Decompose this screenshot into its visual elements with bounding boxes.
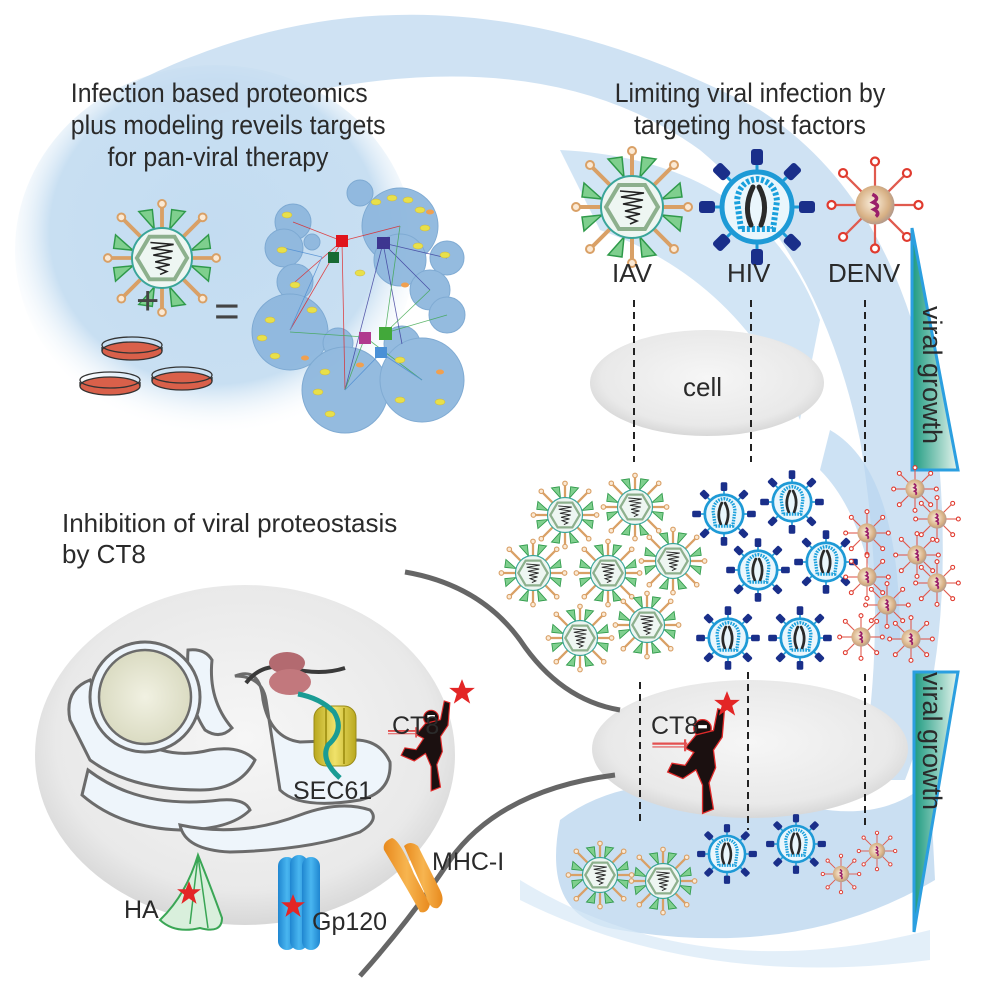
star-icon xyxy=(449,679,475,704)
protein-network xyxy=(251,179,466,434)
influenza-virus-icon xyxy=(102,198,222,318)
proteostasis-panel xyxy=(35,585,475,950)
cell-label: cell xyxy=(683,372,723,402)
hub-node-purple xyxy=(377,237,390,249)
petri-dish-icon xyxy=(79,371,141,396)
host-factors-title: Limiting viral infection by targeting ho… xyxy=(589,78,911,142)
host-factors-panel xyxy=(358,145,962,978)
dengue-virus-icon xyxy=(825,155,925,255)
proteomics-title: Infection based proteomics plus modeling… xyxy=(70,78,386,174)
ct8-label-treated: CT8 xyxy=(651,712,699,740)
ribosome-icon xyxy=(269,652,311,695)
ha-label: HA xyxy=(124,896,159,924)
nucleus xyxy=(97,648,193,746)
hub-node-red xyxy=(336,235,348,247)
virus-label-denv: DENV xyxy=(828,258,901,288)
mhc-i-protein-icon xyxy=(383,838,443,913)
ct8-label: CT8 xyxy=(392,712,440,740)
plus-operator: + xyxy=(136,279,160,323)
equals-operator: = xyxy=(214,287,240,336)
proteostasis-title: Inhibition of viral proteostasis by CT8 xyxy=(62,508,397,569)
viral-growth-indicator xyxy=(910,227,960,472)
title-line: by CT8 xyxy=(62,538,146,569)
treated-cell-shape xyxy=(592,680,908,818)
title-line: plus modeling reveils targets xyxy=(70,109,386,140)
hiv-virus-icon xyxy=(699,149,815,265)
petri-dish-icon xyxy=(101,336,163,361)
viral-growth-label-top: viral growth xyxy=(916,306,947,445)
nascent-peptide xyxy=(297,691,342,780)
title-line: Infection based proteomics xyxy=(70,78,368,108)
virus-label-iav: IAV xyxy=(612,258,652,288)
viral-growth-indicator-treated xyxy=(912,670,960,933)
petri-dish-icon xyxy=(151,366,213,391)
hub-node-green xyxy=(379,327,392,340)
dashed-guides-treated xyxy=(639,672,866,830)
hub-node-blue xyxy=(375,347,387,358)
mhc-i-label: MHC-I xyxy=(432,848,505,876)
sec61-label: SEC61 xyxy=(293,777,373,805)
gp120-label: Gp120 xyxy=(312,908,388,936)
hub-node-magenta xyxy=(359,332,371,344)
title-line: targeting host factors xyxy=(634,109,866,140)
zoom-connector-top xyxy=(404,569,621,713)
title-line: for pan-viral therapy xyxy=(107,141,329,172)
hub-node-darkgreen xyxy=(328,252,339,263)
title-line: Inhibition of viral proteostasis xyxy=(62,508,398,538)
influenza-virus-icon xyxy=(570,145,694,269)
dashed-guides xyxy=(633,300,866,462)
petri-dishes xyxy=(79,336,213,396)
virus-label-hiv: HIV xyxy=(727,258,771,288)
title-line: Limiting viral infection by xyxy=(614,78,886,108)
zoom-connector-bottom xyxy=(358,772,616,978)
proteomics-panel xyxy=(79,179,466,434)
cell-shape xyxy=(590,330,824,436)
viral-growth-label-bottom: viral growth xyxy=(916,672,947,811)
